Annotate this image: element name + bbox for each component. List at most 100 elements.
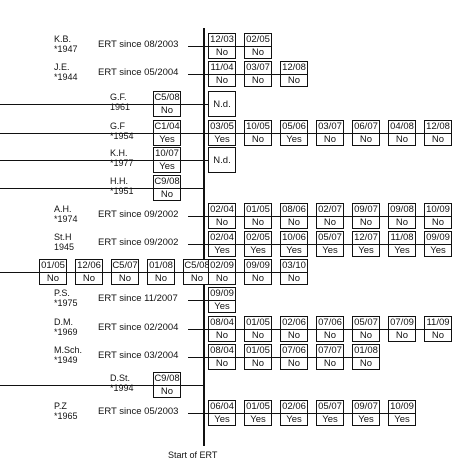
visit-date: 01/05 <box>245 317 271 330</box>
connector-line <box>272 272 280 274</box>
visit-date: 12/03 <box>209 34 235 47</box>
patient-label: H.H.*1951 <box>110 176 162 196</box>
connector-line <box>344 413 352 415</box>
patient-line: *1947 <box>54 44 78 54</box>
patient-line: *1951 <box>110 186 134 196</box>
result-text: No <box>160 386 174 397</box>
ert-since-label: ERT since 09/2002 <box>98 237 179 248</box>
result-text: Yes <box>214 245 230 256</box>
connector-line <box>188 413 204 415</box>
patient-line: 1961 <box>110 102 131 112</box>
visit-date: 07/09 <box>389 317 415 330</box>
patient-line: *1977 <box>110 158 134 168</box>
patient-line: H.H. <box>110 176 128 186</box>
ert-start-axis <box>203 28 206 446</box>
connector-line <box>103 272 111 274</box>
visit-date: 03/07 <box>245 62 271 75</box>
result-text: No <box>287 358 301 369</box>
start-of-ert-label: Start of ERT <box>168 450 218 460</box>
connector-line <box>272 357 280 359</box>
result-text: No <box>160 189 174 200</box>
patient-label: D.St.*1994 <box>110 373 162 393</box>
connector-line <box>188 216 204 218</box>
visit-date: 12/08 <box>281 62 307 75</box>
result-text: Yes <box>394 245 410 256</box>
visit-date: 09/07 <box>353 401 379 414</box>
connector-line <box>188 74 204 76</box>
result-text: Yes <box>159 134 175 145</box>
visit-date: 11/09 <box>425 317 451 330</box>
result-text: No <box>287 273 301 284</box>
visit-date: 01/05 <box>245 204 271 217</box>
connector-line <box>308 329 316 331</box>
patient-line: J.E. <box>54 62 70 72</box>
visit-date: 07/06 <box>281 345 307 358</box>
connector-line <box>308 357 316 359</box>
result-text: No <box>323 330 337 341</box>
connector-line <box>272 413 280 415</box>
connector-line <box>204 74 208 76</box>
connector-line <box>204 244 208 246</box>
connector-line <box>344 329 352 331</box>
result-text: No <box>215 330 229 341</box>
connector-line <box>236 357 244 359</box>
visit-date: 01/08 <box>353 345 379 358</box>
patient-line: D.M. <box>54 317 73 327</box>
ert-since-label: ERT since 05/2004 <box>98 67 179 78</box>
visit-date: 01/05 <box>40 260 66 273</box>
patient-line: M.Sch. <box>54 345 83 355</box>
result-text: Yes <box>159 161 175 172</box>
result-text: Yes <box>214 301 230 312</box>
result-text: Yes <box>322 245 338 256</box>
result-text: No <box>323 358 337 369</box>
patient-line: St.H <box>54 232 72 242</box>
connector-line <box>181 160 204 162</box>
connector-line <box>0 385 153 387</box>
connector-line <box>188 46 204 48</box>
connector-line <box>204 272 208 274</box>
result-text: No <box>251 217 265 228</box>
result-text: Yes <box>358 245 374 256</box>
visit-date: 12/08 <box>425 121 451 134</box>
result-text: No <box>287 217 301 228</box>
connector-line <box>181 385 204 387</box>
connector-line <box>204 357 208 359</box>
connector-line <box>236 413 244 415</box>
result-text: No <box>215 273 229 284</box>
result-text: No <box>251 47 265 58</box>
connector-line <box>204 104 208 106</box>
ert-since-label: ERT since 03/2004 <box>98 350 179 361</box>
result-text: No <box>215 47 229 58</box>
visit-date: 12/06 <box>76 260 102 273</box>
connector-line <box>188 357 204 359</box>
result-text: No <box>395 217 409 228</box>
visit-date: 01/05 <box>245 401 271 414</box>
connector-line <box>188 300 204 302</box>
visit-date: 10/05 <box>245 121 271 134</box>
connector-line <box>0 133 153 135</box>
result-text: N.d. <box>213 98 231 110</box>
visit-date: C1/04 <box>154 121 180 134</box>
connector-line <box>236 272 244 274</box>
connector-line <box>380 216 388 218</box>
result-text: No <box>287 75 301 86</box>
